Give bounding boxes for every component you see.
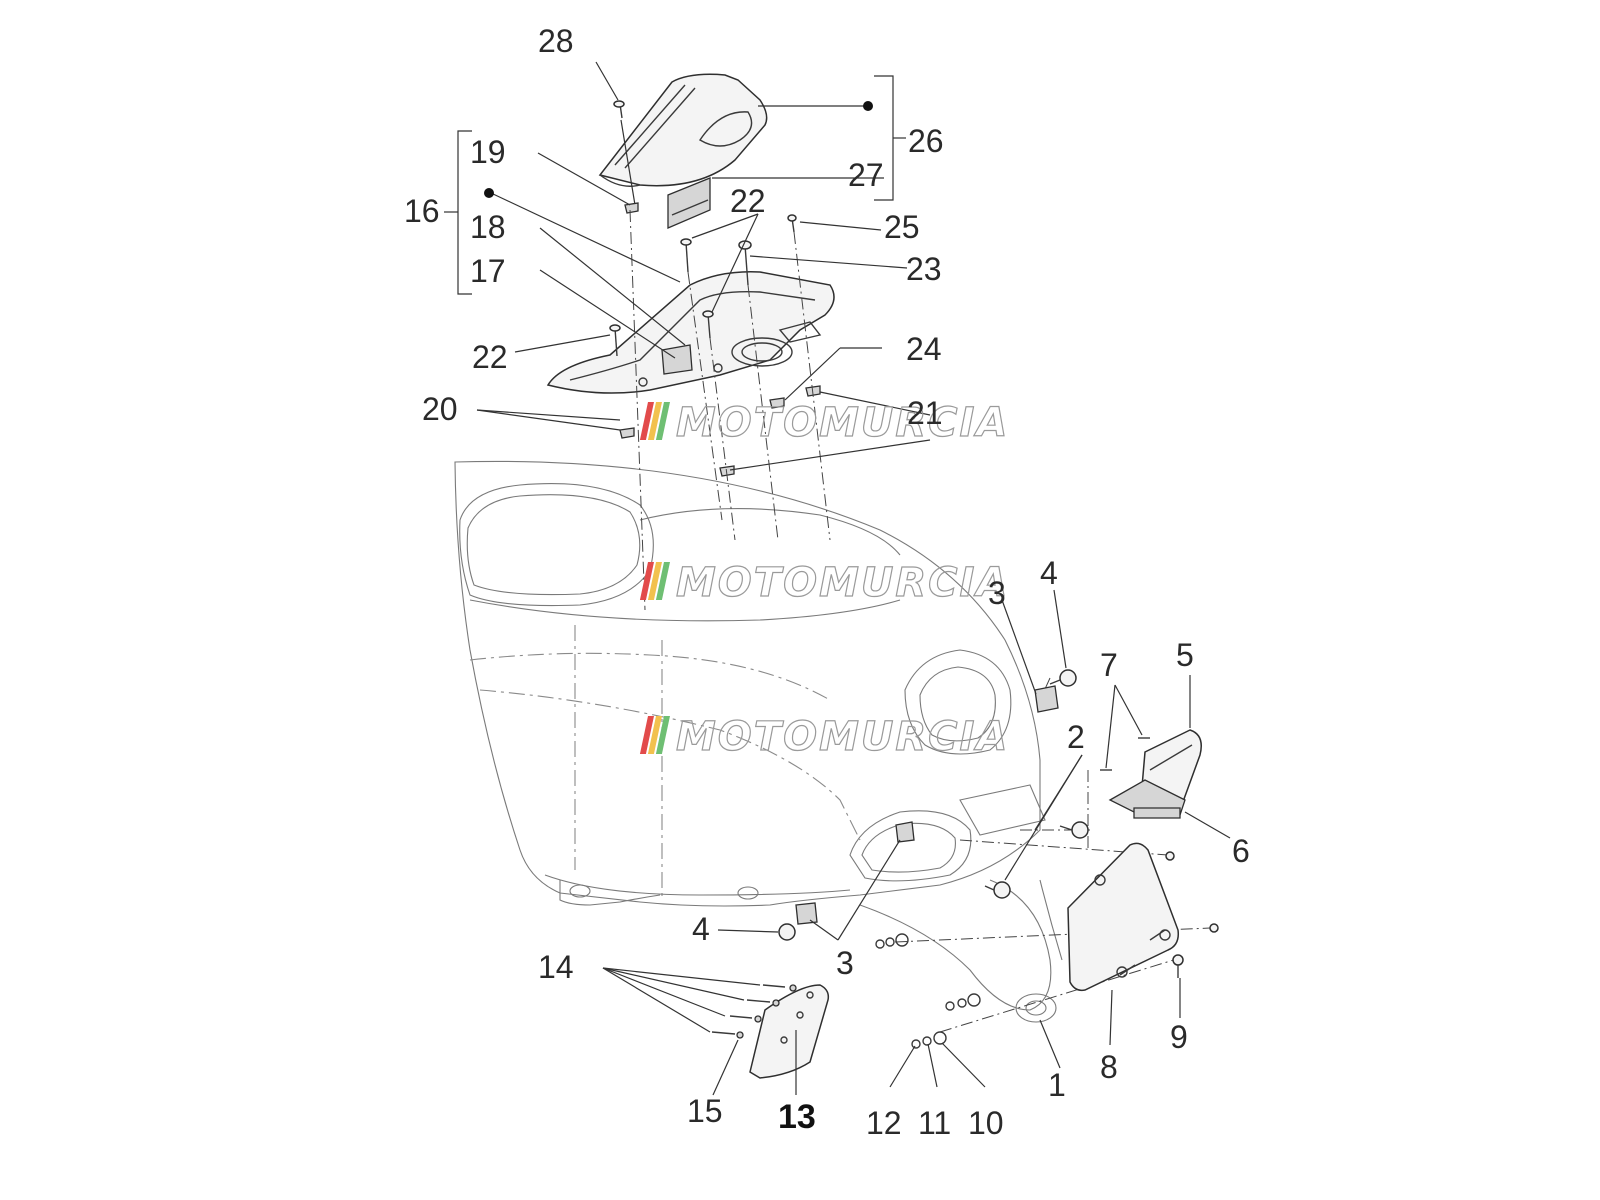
callout-22-left: 22 <box>472 339 508 375</box>
callout-7: 7 <box>1100 647 1118 683</box>
callout-20: 20 <box>422 391 458 427</box>
watermark-text: MOTOMURCIA <box>676 400 1009 446</box>
rack-cover <box>598 73 768 187</box>
fasteners <box>778 669 1219 978</box>
watermark-logo-3: MOTOMURCIA <box>639 713 1009 761</box>
leader-lines <box>444 61 1231 1096</box>
callout-15: 15 <box>687 1093 723 1129</box>
callout-12: 12 <box>866 1105 902 1141</box>
watermark-logo-1: MOTOMURCIA <box>639 399 1009 447</box>
watermark-text: MOTOMURCIA <box>676 714 1009 760</box>
rear-light <box>1100 729 1202 819</box>
callout-17: 17 <box>470 253 506 289</box>
bracket-screws <box>711 984 797 1039</box>
callout-16: 16 <box>404 193 440 229</box>
callout-14: 14 <box>538 949 574 985</box>
callout-24: 24 <box>906 331 942 367</box>
callout-25: 25 <box>884 209 920 245</box>
rack-cover-assembly <box>598 73 768 229</box>
callout-5: 5 <box>1176 637 1194 673</box>
callout-10: 10 <box>968 1105 1004 1141</box>
callout-2: 2 <box>1067 719 1085 755</box>
callout-13: 13 <box>778 1098 816 1136</box>
plate-bracket <box>749 984 830 1079</box>
callout-labels: 28 26 27 19 16 18 17 22 25 23 22 24 20 2… <box>404 23 1250 1141</box>
callout-18: 18 <box>470 209 506 245</box>
callout-23: 23 <box>906 251 942 287</box>
watermark-logo-2: MOTOMURCIA <box>639 559 1009 607</box>
callout-3-top: 3 <box>988 575 1006 611</box>
callout-11: 11 <box>918 1105 951 1141</box>
washers <box>875 933 981 1049</box>
rear-body-shell <box>454 460 1063 1023</box>
callout-8: 8 <box>1100 1049 1118 1085</box>
rack-cover-pad <box>667 177 711 229</box>
assembly-axes <box>629 209 1211 1033</box>
watermark-text: MOTOMURCIA <box>676 560 1009 606</box>
callout-22-top: 22 <box>730 183 766 219</box>
plate-holder <box>1067 842 1180 992</box>
callout-3-bottom: 3 <box>836 945 854 981</box>
callout-1: 1 <box>1048 1067 1066 1103</box>
rack-tray <box>546 214 835 394</box>
callout-4-top: 4 <box>1040 555 1058 591</box>
callout-21: 21 <box>907 395 943 431</box>
callout-19: 19 <box>470 134 506 170</box>
callout-28: 28 <box>538 23 574 59</box>
callout-6: 6 <box>1232 833 1250 869</box>
callout-9: 9 <box>1170 1019 1188 1055</box>
callout-26: 26 <box>908 123 944 159</box>
callout-27: 27 <box>848 157 884 193</box>
callout-4-bottom: 4 <box>692 911 710 947</box>
